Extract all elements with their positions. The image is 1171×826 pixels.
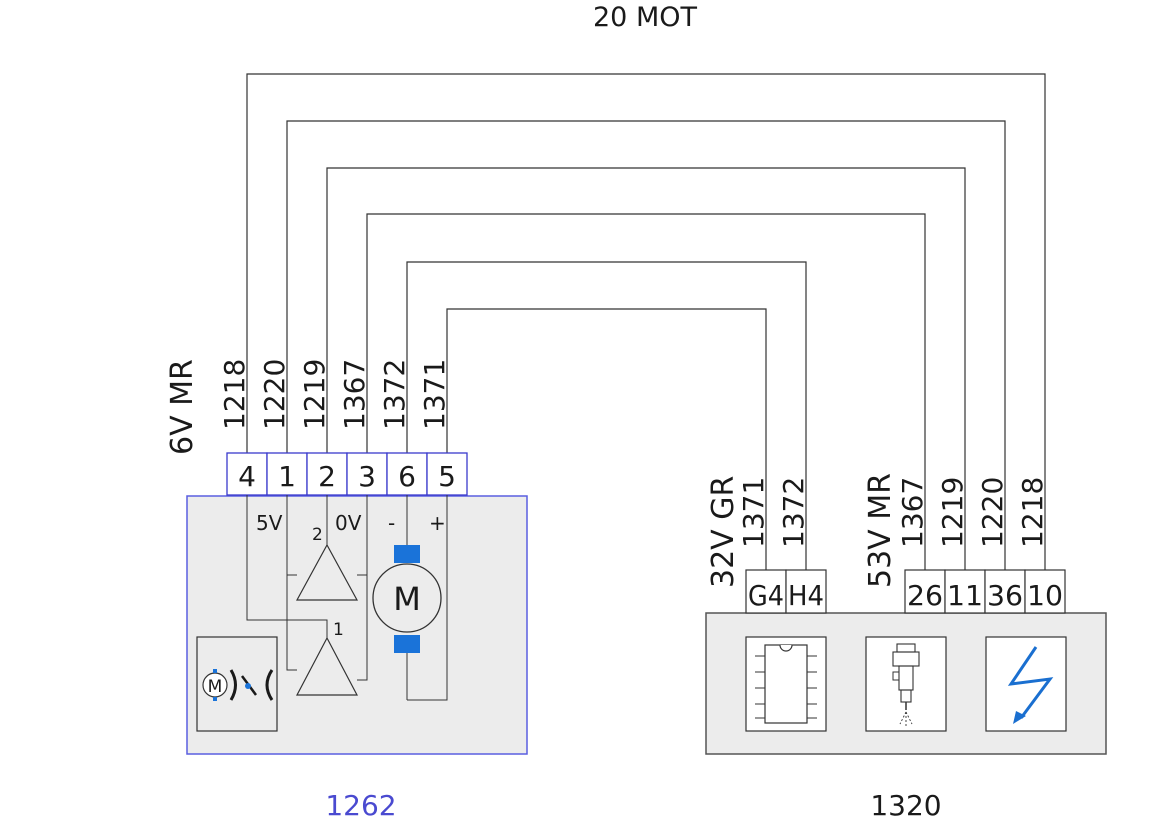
wire-1219 <box>326 167 966 570</box>
left-connector-pins: 4 1 2 3 6 5 <box>226 452 468 496</box>
right-component-id: 1320 <box>870 789 941 822</box>
motor-icon: M <box>372 545 442 653</box>
pin-number: 1 <box>278 460 296 493</box>
pin-number: 4 <box>238 460 256 493</box>
right-connector-pins: G4 H4 26 11 36 10 <box>745 569 1066 614</box>
left-connector-label: 6V MR <box>165 359 200 455</box>
left-wire-label: 1219 <box>298 359 331 430</box>
right-wire-label: 1220 <box>976 477 1009 548</box>
label-minus: - <box>388 511 395 535</box>
amp1-label: 1 <box>333 620 344 640</box>
left-wire-label: 1371 <box>418 359 451 430</box>
pin-block <box>745 569 787 614</box>
wire-1367 <box>366 213 926 570</box>
component-1320: 32V GR 53V MR 1371 1372 1367 1219 1220 1… <box>705 473 1107 822</box>
left-wire-label: 1372 <box>378 359 411 430</box>
wire-1371 <box>446 308 767 570</box>
pin-block <box>904 569 946 614</box>
amp2-label: 2 <box>312 525 323 545</box>
right-wire-label: 1372 <box>777 477 810 548</box>
wire-1220 <box>286 120 1006 570</box>
pin-number: 11 <box>947 579 983 612</box>
pin-number: H4 <box>788 579 824 612</box>
right-wire-label: 1367 <box>896 477 929 548</box>
label-plus: + <box>429 511 446 535</box>
right-connector-mr-label: 53V MR <box>863 473 898 588</box>
left-component-id: 1262 <box>325 789 396 822</box>
wire-harness <box>246 73 1046 570</box>
label-5v: 5V <box>256 511 283 535</box>
ecu-chip-icon <box>745 636 827 732</box>
pin-number: 26 <box>907 579 943 612</box>
pin-number: 5 <box>438 460 456 493</box>
left-wire-label: 1218 <box>218 359 251 430</box>
pin-block <box>386 452 428 496</box>
left-wire-label: 1367 <box>338 359 371 430</box>
right-wire-label: 1371 <box>737 477 770 548</box>
diagram-title: 20 MOT <box>593 2 697 33</box>
left-wire-label: 1220 <box>258 359 291 430</box>
pin-number: 3 <box>358 460 376 493</box>
motor-label: M <box>393 580 421 618</box>
pin-number: 6 <box>398 460 416 493</box>
pin-block <box>346 452 388 496</box>
right-wire-label: 1219 <box>936 477 969 548</box>
wire-1372 <box>406 261 807 570</box>
pin-block <box>984 569 1026 614</box>
pin-block <box>785 569 827 614</box>
label-0v: 0V <box>335 511 362 535</box>
sensor-motor-label: M <box>208 677 223 697</box>
pin-number: G4 <box>748 579 784 612</box>
throttle-sensor-icon: M <box>196 636 278 732</box>
wire-1218 <box>246 73 1046 570</box>
amplifier-2-icon <box>295 543 359 601</box>
pin-number: 2 <box>318 460 336 493</box>
pin-number: 10 <box>1027 579 1063 612</box>
pin-block <box>944 569 986 614</box>
left-internal-wiring <box>246 495 448 701</box>
pin-block <box>1024 569 1066 614</box>
amplifier-1-icon <box>296 636 358 696</box>
component-1262: 6V MR 1218 1220 1219 1367 1372 1371 4 1 … <box>165 359 528 822</box>
pin-block <box>426 452 468 496</box>
injector-icon <box>865 636 947 732</box>
right-connector-gr-label: 32V GR <box>706 476 741 588</box>
ignition-bolt-icon <box>985 636 1067 732</box>
right-wire-label: 1218 <box>1016 477 1049 548</box>
pin-number: 36 <box>987 579 1023 612</box>
